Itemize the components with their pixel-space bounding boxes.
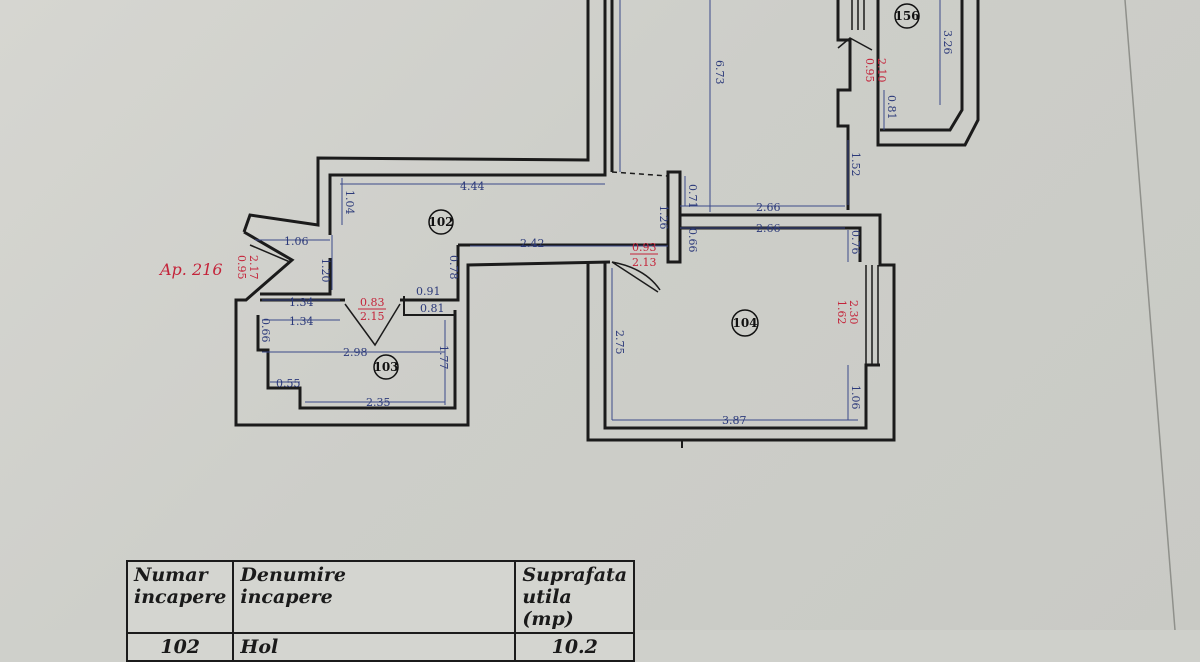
- apartment-label: Ap. 216: [158, 260, 223, 279]
- window-top-right: [851, 0, 865, 30]
- wall-upper-left: [242, 0, 590, 233]
- dim-076: 0.76: [849, 230, 862, 255]
- dim-081b: 0.81: [420, 302, 445, 315]
- paper-background: [0, 0, 1200, 630]
- legend-col-suprafata-line2: utila (mp): [522, 586, 574, 630]
- door-156: [837, 37, 873, 51]
- room-103-marker: 103: [373, 354, 399, 380]
- dim-387: 3.87: [722, 414, 747, 427]
- room-156-label: 156: [894, 9, 919, 23]
- legend-col-suprafata-line1: Suprafata: [522, 564, 628, 586]
- window-dim-230: 2.30: [847, 300, 860, 325]
- dim-266b: 2.66: [756, 222, 781, 235]
- window-dim-162: 1.62: [835, 300, 848, 325]
- dim-078: 0.78: [447, 255, 460, 280]
- door-103: [344, 303, 401, 347]
- dim-235: 2.35: [366, 396, 391, 409]
- dim-298: 2.98: [343, 346, 368, 359]
- dim-071: 0.71: [686, 184, 699, 209]
- wall-upper-left-inner: [328, 0, 607, 235]
- wall-104-inner: [603, 262, 880, 430]
- door-dim-210: 2.10: [875, 58, 888, 83]
- dim-066a: 0.66: [686, 228, 699, 253]
- wall-102-south-inner: [260, 258, 332, 296]
- door-dim-095: 0.95: [863, 58, 876, 83]
- wall-doorjamb: [666, 170, 682, 264]
- legend-col-numar: Numar incapere: [125, 560, 235, 634]
- wall-right-outer-inner: [880, 0, 964, 132]
- door-104: [611, 261, 661, 293]
- floor-plan: 6.73 3.26 0.81 1.52 4.44 1.04 0.71 2.66 …: [158, 0, 1176, 630]
- dim-177: 1.77: [437, 345, 450, 370]
- dim-126: 1.26: [657, 205, 670, 230]
- dim-673: 6.73: [713, 60, 726, 85]
- room-103-label: 103: [373, 360, 398, 374]
- dim-275: 2.75: [613, 330, 626, 355]
- legend-cell-denumire: Hol: [232, 632, 517, 662]
- dim-055: 0.55: [276, 377, 301, 390]
- legend-col-numar-line2: incapere: [134, 586, 227, 608]
- door-dim-215: 2.15: [360, 310, 385, 323]
- dim-134b: 1.34: [289, 315, 314, 328]
- paper-edge: [1124, 0, 1176, 630]
- dim-326: 3.26: [941, 30, 954, 55]
- legend-col-denumire-line1: Denumire: [240, 564, 347, 586]
- dimension-lines: [255, 0, 941, 421]
- legend-header-row: Numar incapere Denumire incapere Suprafa…: [125, 560, 636, 634]
- wall-right-outer: [876, 0, 980, 147]
- dim-104: 1.04: [343, 190, 356, 215]
- room-legend-table: Numar incapere Denumire incapere Suprafa…: [125, 560, 636, 662]
- dim-120: 1.20: [319, 258, 332, 283]
- wall-103-north-b: [400, 245, 460, 302]
- dim-444: 4.44: [460, 180, 485, 193]
- door-dim-213: 2.13: [632, 256, 657, 269]
- dim-106a: 1.06: [284, 235, 309, 248]
- dim-134a: 1.34: [289, 296, 314, 309]
- room-104-label: 104: [732, 316, 757, 330]
- room-102-label: 102: [428, 215, 453, 229]
- window-dim-217: 2.17: [247, 255, 260, 280]
- wall-104-outer: [586, 213, 896, 442]
- dim-091: 0.91: [416, 285, 441, 298]
- dim-152: 1.52: [849, 152, 862, 177]
- legend-row: 102 Hol 10.2: [125, 632, 636, 662]
- dim-081: 0.81: [885, 95, 898, 120]
- room-102-marker: 102: [428, 209, 454, 235]
- legend-col-numar-line1: Numar: [134, 564, 208, 586]
- door-entrance: [249, 244, 291, 263]
- window-dim-095b: 0.95: [235, 255, 248, 280]
- legend-col-denumire-line2: incapere: [240, 586, 333, 608]
- door-dim-083: 0.83: [360, 296, 385, 309]
- door-dim-093: 0.93: [632, 241, 657, 254]
- wall-right-column: [836, 0, 852, 210]
- dim-106b: 1.06: [849, 385, 862, 410]
- dim-066b: 0.66: [259, 318, 272, 343]
- legend-cell-suprafata: 10.2: [514, 632, 636, 662]
- wall-103-divider: [403, 296, 455, 316]
- dim-242: 2.42: [520, 237, 545, 250]
- room-104-marker: 104: [731, 309, 759, 337]
- wall-103-inner: [256, 310, 457, 410]
- legend-col-suprafata: Suprafata utila (mp): [514, 560, 636, 634]
- opening-dashed: [611, 171, 669, 177]
- legend-cell-numar: 102: [125, 632, 235, 662]
- dim-266a: 2.66: [756, 201, 781, 214]
- window-104: [865, 265, 879, 365]
- room-156-marker: 156: [894, 3, 920, 29]
- legend-col-denumire: Denumire incapere: [232, 560, 517, 634]
- wall-102-west: [234, 230, 611, 427]
